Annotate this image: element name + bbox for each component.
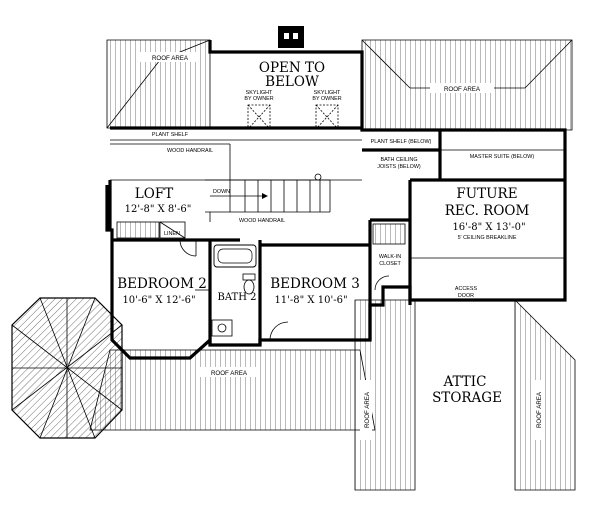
skylight-right-label2: BY OWNER bbox=[312, 96, 341, 102]
wood-handrail-lower: WOOD HANDRAIL bbox=[239, 218, 285, 224]
linen-closet bbox=[159, 221, 186, 239]
bedroom3-size: 11'-8" X 10'-6" bbox=[274, 295, 347, 306]
roof-top-right bbox=[361, 39, 573, 131]
roof-left-octagon bbox=[11, 297, 123, 439]
roof-area-attic-right: ROOF AREA bbox=[536, 391, 543, 428]
bedroom2-name: BEDROOM 2 bbox=[117, 276, 207, 292]
roof-attic-right bbox=[514, 299, 576, 491]
attic-storage-line1: ATTIC bbox=[443, 374, 487, 390]
walk-in-closet-shelf bbox=[372, 223, 406, 245]
skylight-right bbox=[315, 104, 339, 130]
skylight-left-label2: BY OWNER bbox=[244, 96, 273, 102]
roof-area-bottom: ROOF AREA bbox=[211, 370, 248, 377]
roof-area-top-left: ROOF AREA bbox=[152, 55, 189, 62]
roof-bottom bbox=[89, 349, 376, 431]
stairs bbox=[210, 173, 322, 212]
plant-shelf-label: PLANT SHELF bbox=[152, 132, 189, 138]
skylight-left bbox=[247, 104, 271, 130]
bedroom3-name: BEDROOM 3 bbox=[270, 276, 360, 292]
plant-shelf-below-label: PLANT SHELF (BELOW) bbox=[371, 139, 432, 145]
attic-storage-line2: STORAGE bbox=[432, 390, 502, 406]
ceiling-breakline-label: 5' CEILING BREAKLINE bbox=[458, 235, 517, 241]
loft-name: LOFT bbox=[135, 186, 173, 202]
roof-area-attic-left: ROOF AREA bbox=[364, 391, 371, 428]
access-door-label2: DOOR bbox=[458, 293, 474, 299]
interior-lines bbox=[110, 139, 565, 291]
access-door-label1: ACCESS bbox=[455, 286, 478, 292]
bathtub bbox=[213, 244, 257, 268]
roof-attic-left bbox=[354, 299, 416, 491]
open-to-below-line2: BELOW bbox=[265, 74, 319, 90]
chimney bbox=[278, 26, 304, 48]
loft-size: 12'-8" X 8'-6" bbox=[125, 204, 192, 215]
bath-ceiling-label1: BATH CEILING bbox=[380, 157, 417, 163]
roof-top-left bbox=[106, 39, 211, 129]
rec-room-size: 16'-8" X 13'-0" bbox=[452, 222, 525, 233]
sink bbox=[211, 319, 233, 337]
open-to-below-line1: OPEN TO bbox=[259, 60, 325, 76]
exterior-walls bbox=[105, 40, 567, 360]
skylight-left-label1: SKYLIGHT bbox=[246, 90, 273, 96]
rec-room-name1: FUTURE bbox=[456, 186, 517, 202]
bath2-name: BATH 2 bbox=[218, 292, 257, 303]
master-suite-below-label: MASTER SUITE (BELOW) bbox=[470, 154, 535, 160]
bath-ceiling-label2: JOISTS (BELOW) bbox=[377, 164, 421, 170]
linen-label: LINEN bbox=[164, 231, 180, 237]
walk-in-closet-label1: WALK-IN bbox=[379, 254, 401, 260]
wood-handrail-upper: WOOD HANDRAIL bbox=[167, 148, 213, 154]
door-swings bbox=[179, 239, 390, 341]
bedroom2-closet bbox=[116, 221, 160, 239]
toilet bbox=[242, 273, 256, 295]
rec-room-name2: REC. ROOM bbox=[445, 203, 530, 219]
down-label: DOWN bbox=[213, 189, 230, 195]
roof-area-top-right: ROOF AREA bbox=[444, 86, 481, 93]
bedroom2-size: 10'-6" X 12'-6" bbox=[122, 295, 195, 306]
skylight-right-label1: SKYLIGHT bbox=[314, 90, 341, 96]
walk-in-closet-label2: CLOSET bbox=[379, 261, 401, 267]
